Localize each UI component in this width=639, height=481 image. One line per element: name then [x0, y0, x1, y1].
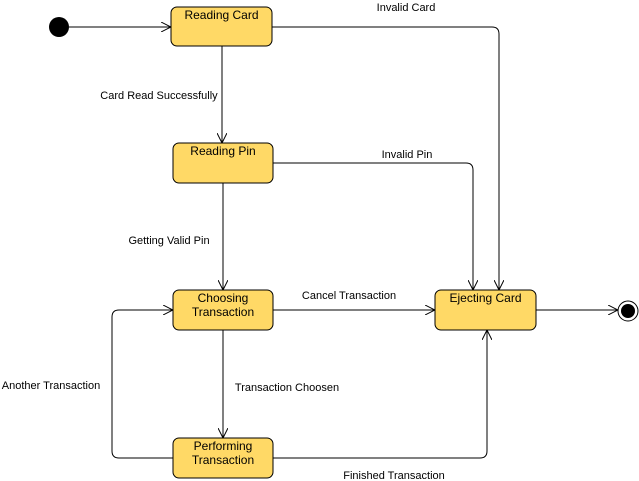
state-reading-pin-label: Reading Pin — [190, 144, 255, 158]
state-choosing-label-line1: Choosing — [198, 291, 249, 305]
state-performing-transaction: Performing Transaction — [172, 437, 274, 479]
state-ejecting-card-label: Ejecting Card — [449, 291, 521, 305]
state-reading-pin: Reading Pin — [172, 142, 274, 184]
label-another-transaction: Another Transaction — [2, 380, 100, 392]
label-finished-transaction: Finished Transaction — [343, 470, 445, 481]
state-reading-card: Reading Card — [170, 6, 273, 47]
label-invalid-pin: Invalid Pin — [382, 149, 433, 161]
label-card-read-successfully: Card Read Successfully — [100, 90, 218, 102]
edge-reading-pin-to-ejecting — [273, 162, 473, 290]
edge-reading-card-to-ejecting — [272, 26, 499, 290]
final-state — [617, 300, 639, 322]
state-performing-label-line2: Transaction — [192, 453, 254, 467]
label-cancel-transaction: Cancel Transaction — [302, 290, 396, 302]
label-getting-valid-pin: Getting Valid Pin — [128, 235, 209, 247]
state-choosing-transaction: Choosing Transaction — [172, 289, 274, 331]
state-performing-label-line1: Performing — [194, 439, 253, 453]
initial-state — [49, 17, 69, 37]
state-reading-card-label: Reading Card — [184, 8, 258, 22]
edge-performing-to-choosing — [111, 310, 173, 459]
label-invalid-card: Invalid Card — [377, 2, 436, 14]
state-ejecting-card: Ejecting Card — [434, 289, 537, 331]
edge-performing-to-ejecting — [273, 330, 487, 459]
label-transaction-choosen: Transaction Choosen — [235, 382, 339, 394]
state-choosing-label-line2: Transaction — [192, 305, 254, 319]
